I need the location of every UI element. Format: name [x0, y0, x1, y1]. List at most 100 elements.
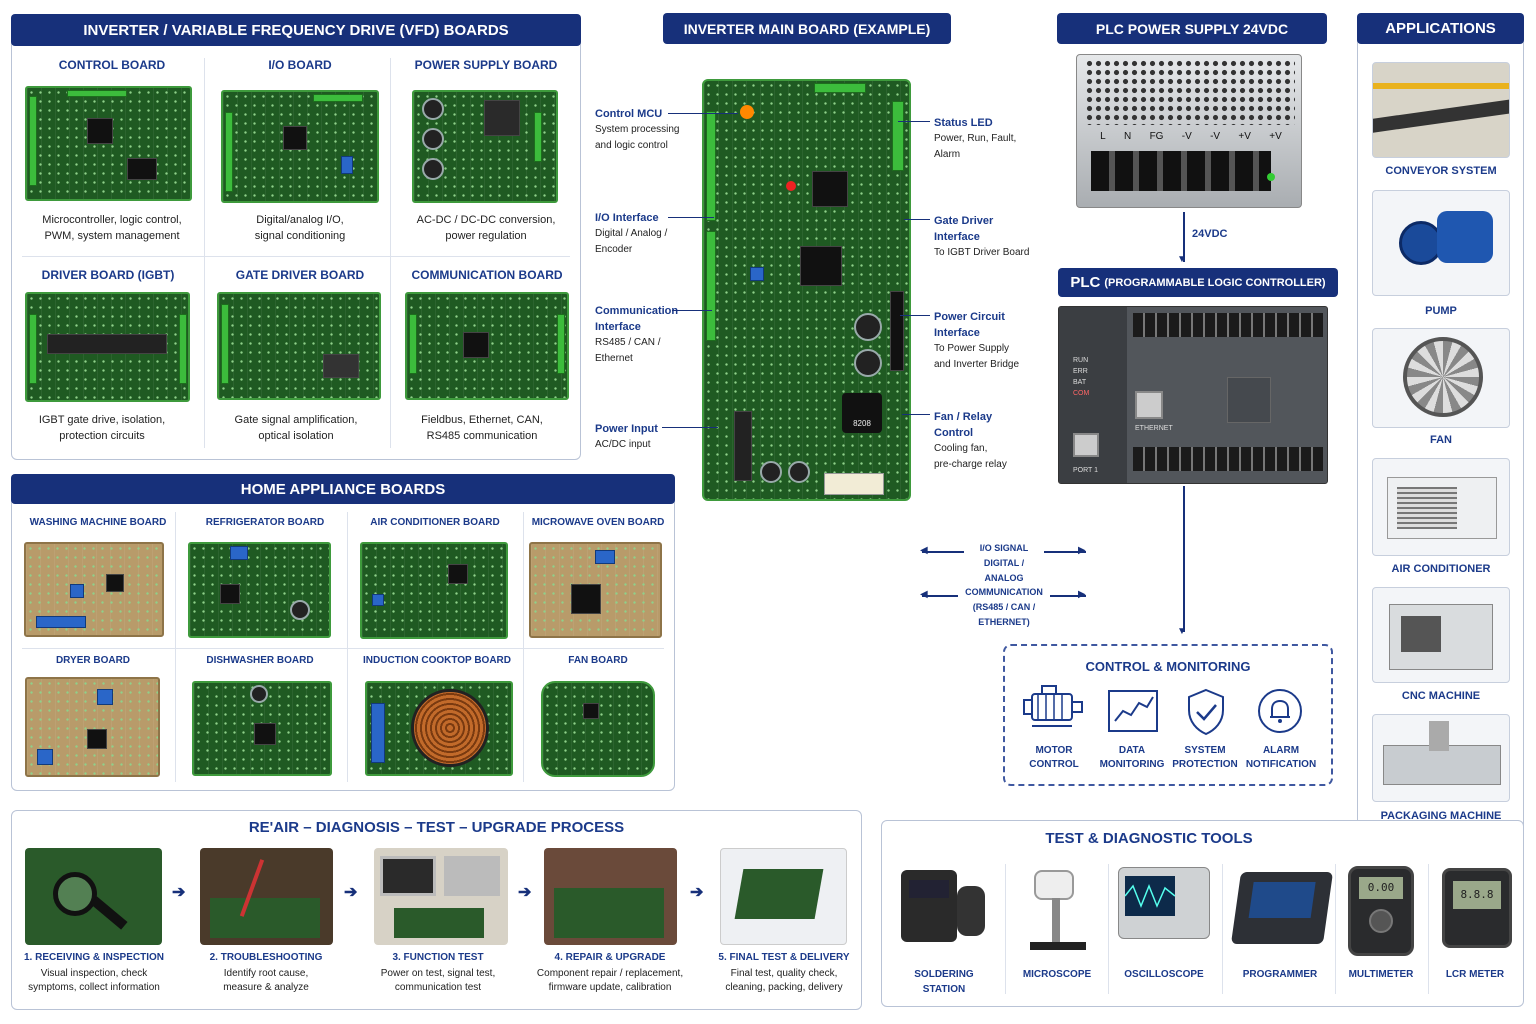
plc-header: PLC(PROGRAMMABLE LOGIC CONTROLLER)	[1058, 268, 1338, 297]
divider	[22, 648, 664, 649]
vfd-board-desc: Gate signal amplification,optical isolat…	[234, 414, 358, 442]
control-monitoring-box	[1003, 644, 1333, 786]
callout-line	[902, 414, 930, 415]
callout-line	[668, 113, 738, 114]
arrow-right-icon: ➔	[172, 884, 186, 901]
air-conditioner-image	[1372, 458, 1510, 556]
home-board-title: FAN BOARD	[568, 655, 628, 666]
divider	[1428, 864, 1429, 994]
fan-image	[1372, 328, 1510, 428]
process-step: 4. REPAIR & UPGRADE Component repair / r…	[536, 952, 684, 993]
tool-label: MICROSCOPE	[1022, 969, 1092, 980]
callout-status-led: Status LED Power, Run, Fault, Alarm	[934, 117, 1017, 160]
vfd-boards-header: INVERTER / VARIABLE FREQUENCY DRIVE (VFD…	[11, 14, 581, 46]
callout-io-interface: I/O Interface Digital / Analog / Encoder	[595, 212, 668, 255]
divider	[204, 58, 205, 448]
fan-board-image	[541, 681, 655, 777]
divider	[1108, 864, 1109, 994]
process-step: 3. FUNCTION TEST Power on test, signal t…	[380, 952, 496, 993]
divider	[22, 256, 570, 257]
home-board-title: WASHING MACHINE BOARD	[29, 517, 167, 528]
washing-machine-board-image	[24, 542, 164, 637]
multimeter-display: 0.00	[1359, 877, 1403, 899]
inverter-main-board-image: 8208	[702, 79, 911, 501]
arrow-right-icon: ➔	[518, 884, 532, 901]
24vdc-label: 24VDC	[1192, 228, 1228, 240]
main-chip-label: 8208	[842, 393, 882, 433]
function-test-photo	[374, 848, 508, 945]
communication-board-image	[405, 292, 569, 400]
callout-power-input: Power Input AC/DC input	[595, 423, 658, 450]
driver-board-image	[25, 292, 190, 402]
control-monitoring-title: CONTROL & MONITORING	[1085, 659, 1251, 674]
tool-label: LCR METER	[1445, 969, 1505, 980]
arrow-right-icon: ➔	[344, 884, 358, 901]
home-board-title: AIR CONDITIONER BOARD	[370, 517, 500, 528]
process-step: 1. RECEIVING & INSPECTION Visual inspect…	[23, 952, 165, 993]
application-label: AIR CONDITIONER	[1391, 563, 1491, 575]
programmer-image	[1230, 872, 1334, 944]
application-label: PACKAGING MACHINE	[1380, 810, 1502, 822]
vfd-board-title: POWER SUPPLY BOARD	[414, 58, 558, 72]
process-step: 5. FINAL TEST & DELIVERY Final test, qua…	[718, 952, 850, 993]
vfd-board-title: I/O BOARD	[268, 58, 332, 72]
vfd-board-title: GATE DRIVER BOARD	[235, 268, 365, 282]
pump-image	[1372, 190, 1510, 296]
troubleshooting-photo	[200, 848, 333, 945]
application-label: CNC MACHINE	[1401, 690, 1481, 702]
vfd-board-title: DRIVER BOARD (IGBT)	[41, 268, 175, 282]
divider	[175, 512, 176, 782]
callout-power-circuit: Power Circuit Interface To Power Supply …	[934, 311, 1020, 370]
vfd-board-title: COMMUNICATION BOARD	[411, 268, 563, 282]
home-board-title: INDUCTION COOKTOP BOARD	[363, 655, 511, 666]
home-board-title: MICROWAVE OVEN BOARD	[531, 517, 665, 528]
multimeter-image: 0.00	[1348, 866, 1414, 956]
refrigerator-board-image	[188, 542, 331, 638]
home-board-title: DRYER BOARD	[55, 655, 131, 666]
application-label: CONVEYOR SYSTEM	[1385, 165, 1497, 177]
divider	[523, 512, 524, 782]
shield-check-icon	[1188, 688, 1224, 736]
vfd-board-title: CONTROL BOARD	[58, 58, 166, 72]
tool-label: OSCILLOSCOPE	[1124, 969, 1204, 980]
home-board-title: DISHWASHER BOARD	[206, 655, 314, 666]
application-label: PUMP	[1425, 305, 1457, 317]
repair-upgrade-photo	[544, 848, 677, 945]
vfd-board-desc: IGBT gate drive, isolation,protection ci…	[38, 414, 166, 442]
receiving-inspection-photo	[25, 848, 162, 945]
oscilloscope-image	[1118, 867, 1210, 939]
callout-line	[662, 427, 718, 428]
tool-label: MULTIMETER	[1348, 969, 1414, 980]
callout-fan-relay: Fan / Relay Control Cooling fan, pre-cha…	[934, 411, 1007, 470]
plc-port-label: PORT 1	[1073, 467, 1099, 474]
final-test-delivery-photo	[720, 848, 847, 945]
applications-header: APPLICATIONS	[1357, 13, 1524, 44]
packaging-machine-image	[1372, 714, 1510, 802]
microscope-image	[1022, 862, 1094, 954]
motor-icon	[1023, 685, 1083, 727]
divider	[347, 512, 348, 782]
soldering-station-image	[897, 866, 991, 956]
vfd-board-desc: Microcontroller, logic control,PWM, syst…	[42, 214, 182, 242]
vfd-board-desc: Digital/analog I/O,signal conditioning	[254, 214, 346, 242]
bell-icon	[1258, 689, 1302, 733]
arrow-down-icon: ▼	[1177, 254, 1187, 265]
gate-driver-board-image	[217, 292, 381, 400]
callout-line	[898, 121, 930, 122]
io-board-image	[221, 90, 379, 203]
lcr-meter-image: 8.8.8	[1442, 868, 1512, 948]
home-appliance-header: HOME APPLIANCE BOARDS	[11, 474, 675, 504]
arrow-down-icon: ▼	[1177, 626, 1187, 637]
tool-label: PROGRAMMER	[1242, 969, 1318, 980]
dryer-board-image	[25, 677, 160, 777]
divider	[1335, 864, 1336, 994]
arrow-right-icon: ➔	[690, 884, 704, 901]
air-conditioner-board-image	[360, 542, 508, 639]
